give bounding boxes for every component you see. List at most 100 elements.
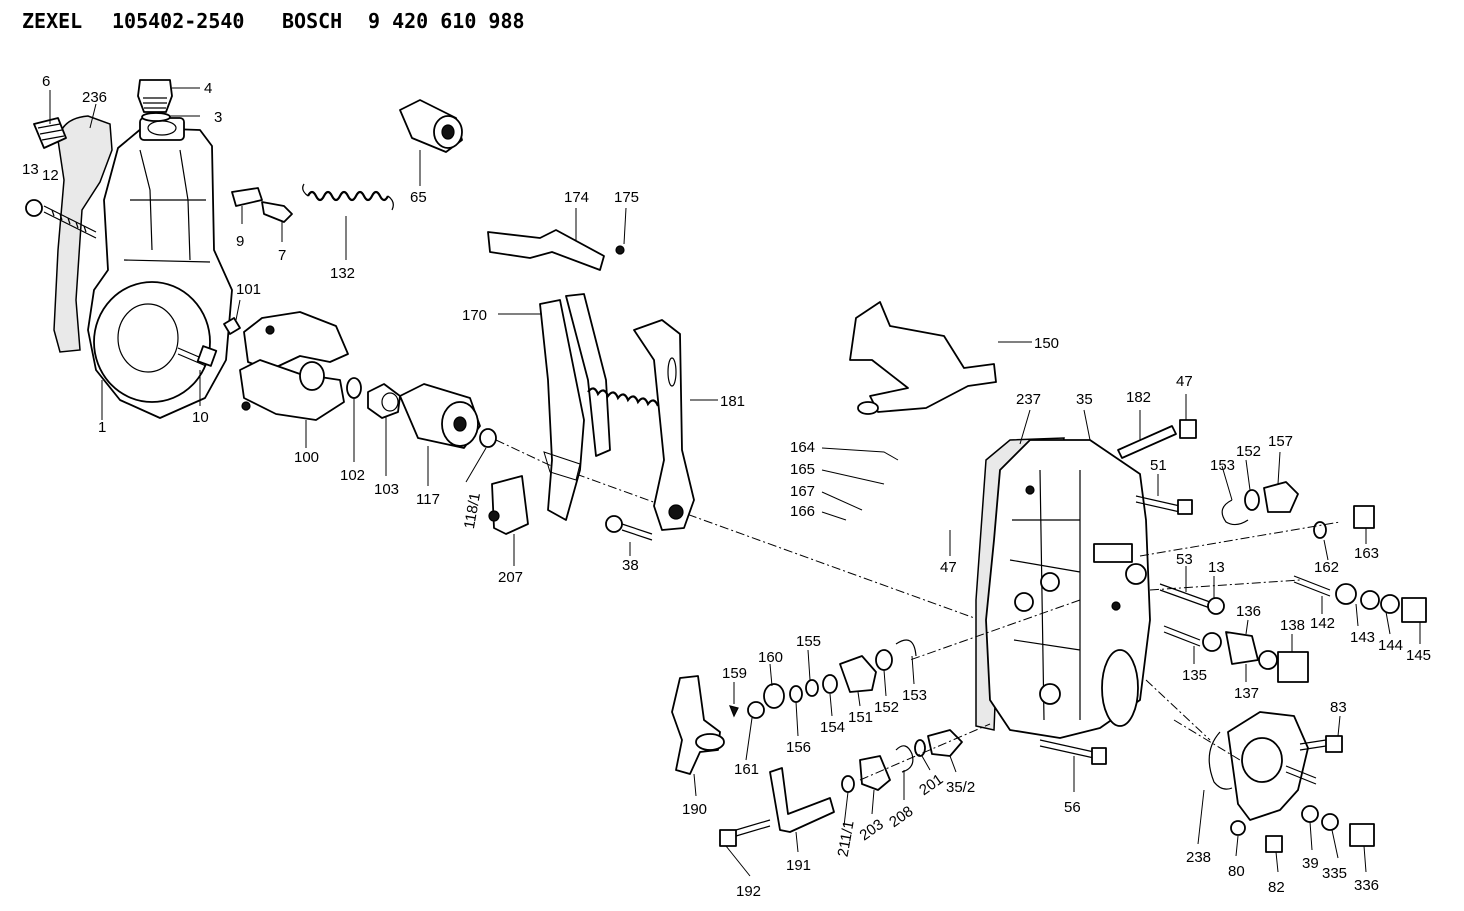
washer-162 (1313, 521, 1327, 539)
leader-164 (821, 447, 899, 461)
cap-138 (1277, 651, 1309, 683)
label-10: 10 (192, 409, 209, 426)
label-103: 103 (374, 481, 399, 498)
cover-boss-3 (1039, 683, 1061, 705)
label-236: 236 (82, 89, 107, 106)
bushing-103 (367, 383, 401, 419)
washer-335 (1321, 813, 1339, 831)
lever-170 (539, 299, 585, 521)
leader-167 (821, 491, 863, 511)
oring-152 (1244, 489, 1260, 511)
lower-right-assembly (1173, 711, 1375, 853)
label-65: 65 (410, 189, 427, 206)
label-143: 143 (1350, 629, 1375, 646)
right-assembly (849, 301, 1427, 765)
lever-150-shaft (857, 401, 879, 415)
spring-208 (895, 745, 914, 773)
middle-assembly (487, 229, 695, 541)
lever-link (543, 451, 581, 481)
screw-38-head (605, 515, 623, 533)
label-135: 135 (1182, 667, 1207, 684)
leader-162 (1323, 539, 1329, 561)
label-237: 237 (1016, 391, 1041, 408)
lever-bar-174 (487, 229, 605, 271)
leader-39 (1309, 821, 1313, 851)
label-162: 162 (1314, 559, 1339, 576)
ring-153-lower (895, 639, 917, 657)
cover-window (1101, 649, 1139, 727)
header-left-brand: ZEXEL (22, 9, 82, 33)
label-7: 7 (278, 247, 286, 264)
label-12: 12 (42, 167, 59, 184)
leader-118-1 (465, 447, 487, 483)
label-151: 151 (848, 709, 873, 726)
diagram-header: ZEXEL 105402-2540 BOSCH 9 420 610 988 (22, 9, 525, 33)
leader-157 (1277, 451, 1281, 485)
pin-182 (1117, 425, 1177, 459)
label-181: 181 (720, 393, 745, 410)
label-145: 145 (1406, 647, 1431, 664)
leader-143 (1355, 603, 1359, 627)
screw-51 (1135, 495, 1181, 513)
label-53: 53 (1176, 551, 1193, 568)
housing-inner-bore (117, 303, 179, 373)
tension-spring (587, 387, 660, 407)
label-167: 167 (790, 483, 815, 500)
label-13: 13 (22, 161, 39, 178)
bushing-160 (763, 683, 785, 709)
label-156: 156 (786, 739, 811, 756)
washer-80 (1230, 820, 1246, 836)
lever-170-second-plate (565, 293, 611, 457)
label-175: 175 (614, 189, 639, 206)
lower-assembly (671, 639, 991, 847)
flyweight-pin (241, 401, 251, 411)
label-3: 3 (214, 109, 222, 126)
washer-156 (789, 685, 803, 703)
label-1: 1 (98, 419, 106, 436)
plug-threads (143, 97, 167, 109)
leader-190 (693, 773, 697, 797)
cover-ribs (1009, 469, 1081, 721)
label-136: 136 (1236, 603, 1261, 620)
label-13-right: 13 (1208, 559, 1225, 576)
label-161: 161 (734, 761, 759, 778)
label-174: 174 (564, 189, 589, 206)
washer-137 (1258, 650, 1278, 670)
stud-12 (43, 205, 97, 239)
stud-plate (1285, 765, 1317, 785)
label-137: 137 (1234, 685, 1259, 702)
lever-190 (671, 675, 721, 775)
label-142: 142 (1310, 615, 1335, 632)
label-47-top: 47 (1176, 373, 1193, 390)
leader-192 (725, 845, 751, 877)
leader-136 (1245, 619, 1249, 635)
oring-152-lower (875, 649, 893, 671)
leader-166 (821, 511, 847, 521)
screw-192-head (719, 829, 737, 847)
leader-191 (795, 831, 799, 853)
leader-161 (745, 717, 753, 761)
lever-191 (769, 767, 835, 833)
label-170: 170 (462, 307, 487, 324)
label-208: 208 (886, 803, 916, 831)
left-assembly (25, 79, 981, 621)
label-117: 117 (416, 491, 440, 508)
washer-155 (805, 679, 819, 697)
screw-56 (1039, 739, 1095, 759)
washer-118-1 (479, 428, 497, 448)
screw-142 (1293, 575, 1331, 597)
washer-135 (1202, 632, 1222, 652)
assembly-axis-left (495, 439, 981, 621)
label-201: 201 (916, 771, 946, 799)
washer-144b (1380, 594, 1400, 614)
screw-38-shank (621, 523, 653, 541)
sleeve-151 (839, 655, 877, 693)
bushing-203 (859, 755, 891, 791)
cover-nameplate (1093, 543, 1133, 563)
label-118-1: 118/1 (461, 491, 484, 530)
screw-192-shank (735, 819, 771, 837)
flyweight-pin-upper (265, 325, 275, 335)
cover-hole-1 (1025, 485, 1035, 495)
plug-157 (1263, 481, 1299, 513)
housing-bore (93, 281, 211, 403)
